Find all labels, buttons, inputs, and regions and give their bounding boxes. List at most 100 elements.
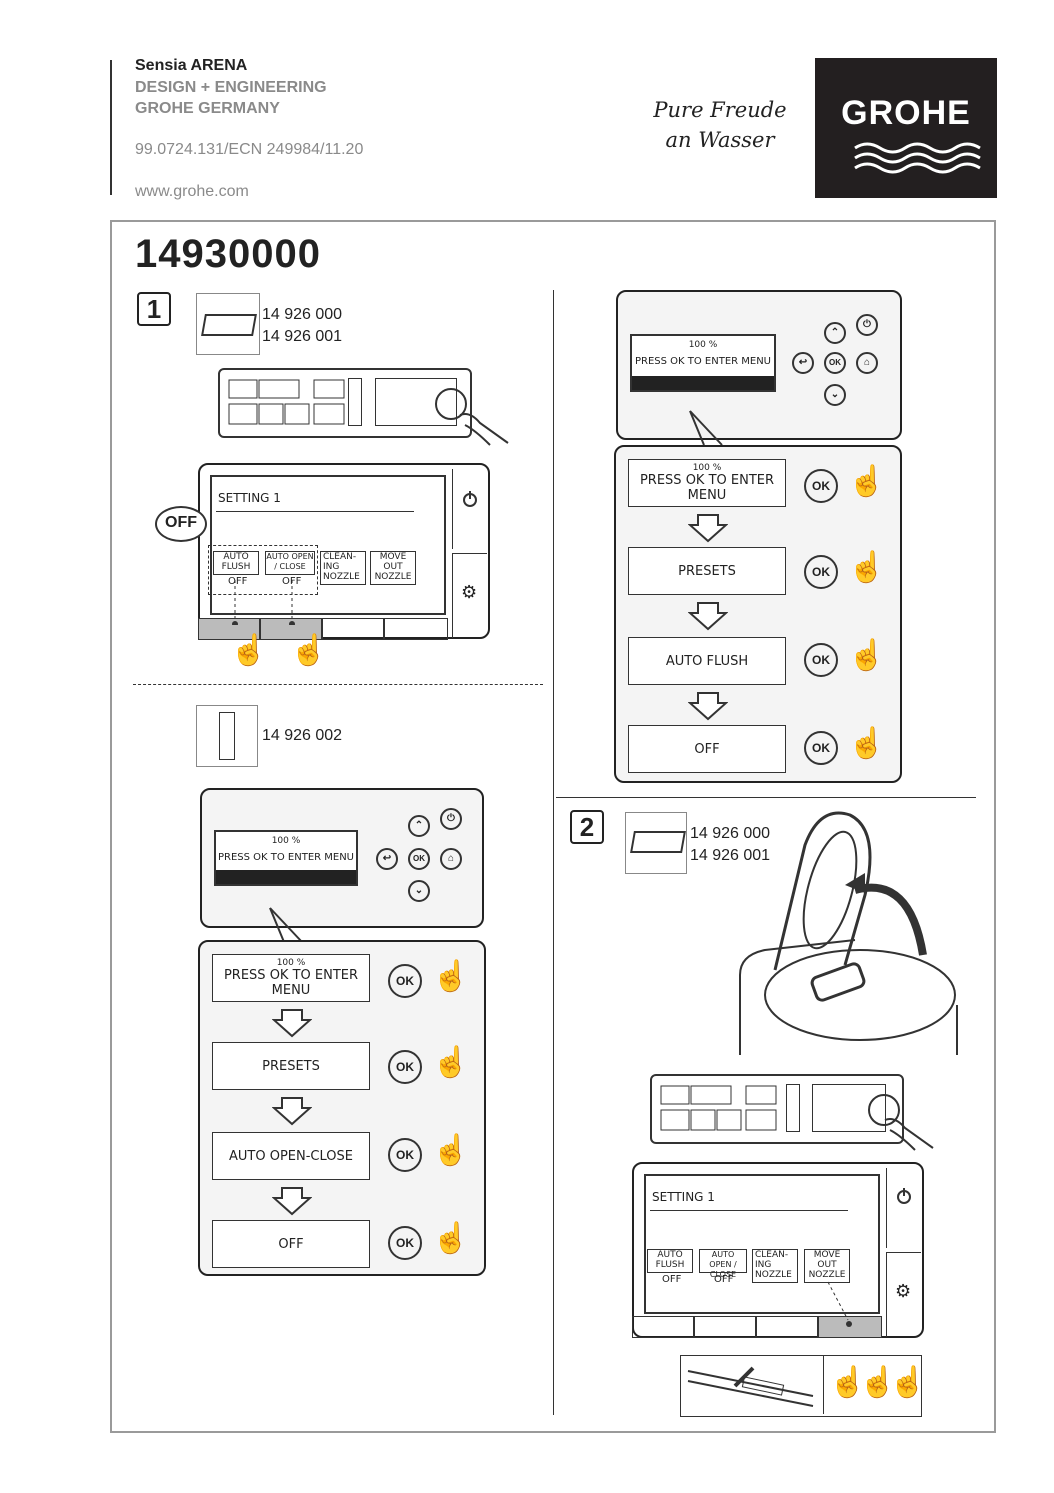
step-2-badge: 2 [570, 810, 604, 844]
battery-indicator: 100 % [688, 340, 718, 350]
power-button[interactable]: ⏻ [440, 808, 462, 830]
back-button[interactable]: ↩ [792, 352, 814, 374]
ok-button[interactable]: OK [408, 848, 430, 870]
power-button[interactable] [886, 1168, 921, 1248]
company-line: GROHE GERMANY [135, 100, 280, 117]
soft-key-3[interactable] [756, 1316, 818, 1338]
remote-display: 100 % PRESS OK TO ENTER MENU [630, 334, 776, 392]
remote-control-right: 100 % PRESS OK TO ENTER MENU ⌃ ⏻ ↩ OK ⌂ … [616, 290, 902, 440]
hand-press-icon: ☝ [432, 1134, 470, 1167]
website-link[interactable]: www.grohe.com [135, 183, 249, 200]
wall-panel-thumbnail [196, 293, 260, 355]
hand-press-icon: ☝ [848, 551, 886, 584]
auto-flush-button[interactable]: AUTO FLUSH [213, 551, 259, 575]
remote-control: 100 % PRESS OK TO ENTER MENU ⌃ ⏻ ↩ OK ⌂ … [200, 788, 484, 928]
product-code: 14 926 001 [690, 847, 771, 864]
product-name: Sensia ARENA [135, 57, 248, 74]
ok-button[interactable]: OK [804, 731, 838, 765]
power-button[interactable]: ⏻ [856, 314, 878, 336]
auto-open-close-button[interactable]: AUTO OPEN / CLOSE [265, 551, 315, 575]
move-out-nozzle-button[interactable]: MOVE OUT NOZZLE [370, 551, 416, 585]
hand-press-icon: ☝ [432, 960, 470, 993]
step-1-badge: 1 [137, 292, 171, 326]
ok-button[interactable]: OK [804, 555, 838, 589]
menu-text: PRESETS [678, 563, 736, 579]
auto-flush-state: OFF [662, 1274, 682, 1285]
product-code: 14 926 000 [690, 825, 771, 842]
auto-open-close-button[interactable]: AUTO OPEN / CLOSE [699, 1249, 747, 1279]
dotted-connector [827, 1281, 852, 1327]
document-code: 99.0724.131/ECN 249984/11.20 [135, 141, 364, 158]
dotted-connectors [232, 580, 295, 625]
down-arrow-icon [688, 602, 728, 631]
hand-press-icon: ☝ [829, 1366, 867, 1399]
section-divider-dashed [133, 684, 543, 685]
remote-device-icon [219, 712, 235, 760]
settings-button[interactable]: ⚙ [886, 1252, 921, 1337]
function-keys [660, 1085, 777, 1131]
hand-press-icon: ☝ [290, 634, 328, 667]
move-out-nozzle-button[interactable]: MOVE OUT NOZZLE [804, 1249, 850, 1283]
home-button[interactable]: ⌂ [440, 848, 462, 870]
panel-device-icon [201, 314, 257, 336]
menu-step-off: OFF [628, 725, 786, 773]
nozzle-detail-box: ☝ ☝ ☝ [680, 1355, 926, 1417]
up-button[interactable]: ⌃ [824, 322, 846, 344]
ok-button[interactable]: OK [824, 352, 846, 374]
down-button[interactable]: ⌄ [408, 880, 430, 902]
pointing-finger-icon [884, 1118, 934, 1151]
menu-step-auto-flush: AUTO FLUSH [628, 637, 786, 685]
slider-key[interactable] [786, 1084, 800, 1132]
up-button[interactable]: ⌃ [408, 815, 430, 837]
menu-sequence-right: 100 % PRESS OK TO ENTER MENU PRESETS AUT… [614, 445, 902, 783]
remote-thumbnail [196, 705, 258, 767]
remote-display-text: PRESS OK TO ENTER MENU [217, 852, 355, 863]
display-band [632, 376, 774, 390]
water-waves-icon [854, 142, 981, 174]
display-band [216, 870, 356, 884]
product-code: 14 926 001 [262, 328, 343, 345]
down-arrow-icon [688, 692, 728, 721]
settings-button[interactable]: ⚙ [452, 553, 487, 638]
soft-key-3[interactable] [322, 618, 384, 640]
soft-key-2[interactable] [260, 618, 322, 640]
down-button[interactable]: ⌄ [824, 384, 846, 406]
ok-button[interactable]: OK [804, 469, 838, 503]
ok-button[interactable]: OK [388, 964, 422, 998]
ok-button[interactable]: OK [804, 643, 838, 677]
ok-button[interactable]: OK [388, 1050, 422, 1084]
wall-control-panel [218, 368, 472, 438]
soft-key-4[interactable] [384, 618, 448, 640]
slider-key[interactable] [348, 378, 362, 426]
menu-step-auto-open-close: AUTO OPEN-CLOSE [212, 1132, 370, 1180]
soft-key-4[interactable] [818, 1316, 882, 1338]
menu-step-presets: PRESETS [628, 547, 786, 595]
hand-press-icon: ☝ [859, 1366, 897, 1399]
settings-key-highlight[interactable] [435, 388, 467, 420]
settings-key-highlight[interactable] [868, 1094, 900, 1126]
auto-flush-button[interactable]: AUTO FLUSH [647, 1249, 693, 1273]
menu-text: PRESS OK TO ENTER MENU [223, 968, 359, 998]
battery-indicator: 100 % [692, 463, 722, 473]
hand-press-icon: ☝ [432, 1222, 470, 1255]
hand-press-icon: ☝ [889, 1366, 927, 1399]
soft-key-row [198, 618, 450, 640]
soft-key-2[interactable] [694, 1316, 756, 1338]
down-arrow-icon [688, 514, 728, 543]
wall-control-panel [650, 1074, 904, 1144]
menu-step-enter: 100 % PRESS OK TO ENTER MENU [628, 459, 786, 507]
ok-button[interactable]: OK [388, 1138, 422, 1172]
home-button[interactable]: ⌂ [856, 352, 878, 374]
cleaning-nozzle-button[interactable]: CLEAN- ING NOZZLE [320, 551, 366, 585]
soft-key-1[interactable] [632, 1316, 694, 1338]
step2-codes: 14 926 000 14 926 001 [690, 823, 770, 867]
power-button[interactable] [452, 469, 487, 549]
setting-title: SETTING 1 [218, 491, 281, 505]
ok-button[interactable]: OK [388, 1226, 422, 1260]
down-arrow-icon [272, 1097, 312, 1126]
soft-key-1[interactable] [198, 618, 260, 640]
back-button[interactable]: ↩ [376, 848, 398, 870]
battery-indicator: 100 % [271, 836, 301, 846]
cleaning-nozzle-button[interactable]: CLEAN- ING NOZZLE [752, 1249, 798, 1283]
battery-indicator: 100 % [276, 958, 306, 968]
